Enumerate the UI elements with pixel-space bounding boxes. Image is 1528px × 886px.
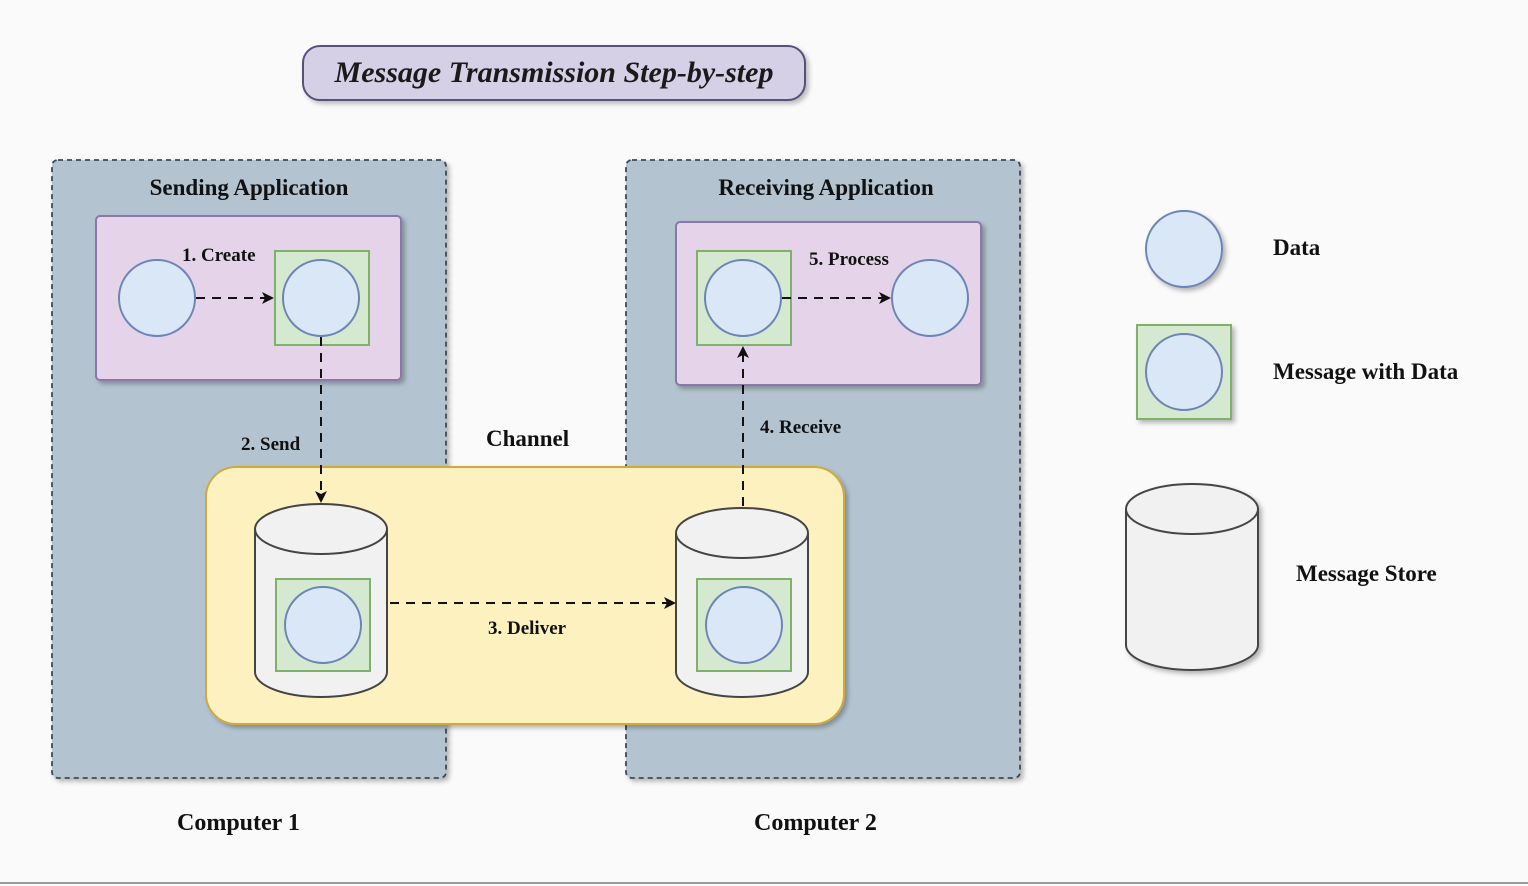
- step-create-label: 1. Create: [182, 245, 256, 266]
- legend-store-label: Message Store: [1296, 561, 1437, 586]
- step-send-label: 2. Send: [241, 434, 301, 455]
- sending-application-label: Sending Application: [149, 175, 349, 200]
- message-data-circle-created: [282, 259, 360, 337]
- step-process-label: 5. Process: [809, 249, 889, 270]
- channel-label: Channel: [486, 426, 570, 451]
- receiving-application-label: Receiving Application: [718, 175, 934, 200]
- message-store-sender: [254, 503, 388, 698]
- data-circle-source: [118, 259, 196, 337]
- legend-data-icon: [1145, 210, 1223, 288]
- computer-1-label: Computer 1: [177, 810, 300, 836]
- legend-message-data-circle: [1145, 333, 1223, 411]
- diagram-title: Message Transmission Step-by-step: [302, 45, 806, 101]
- legend-store-icon: [1125, 483, 1259, 671]
- legend-message-label: Message with Data: [1273, 359, 1459, 384]
- data-circle-processed: [891, 259, 969, 337]
- step-receive-label: 4. Receive: [760, 417, 842, 438]
- legend-data-label: Data: [1273, 235, 1321, 260]
- computer-2-label: Computer 2: [754, 810, 877, 836]
- message-data-circle-received: [704, 259, 782, 337]
- message-store-receiver: [675, 507, 809, 698]
- step-deliver-label: 3. Deliver: [488, 618, 567, 639]
- bottom-border: [0, 882, 1528, 884]
